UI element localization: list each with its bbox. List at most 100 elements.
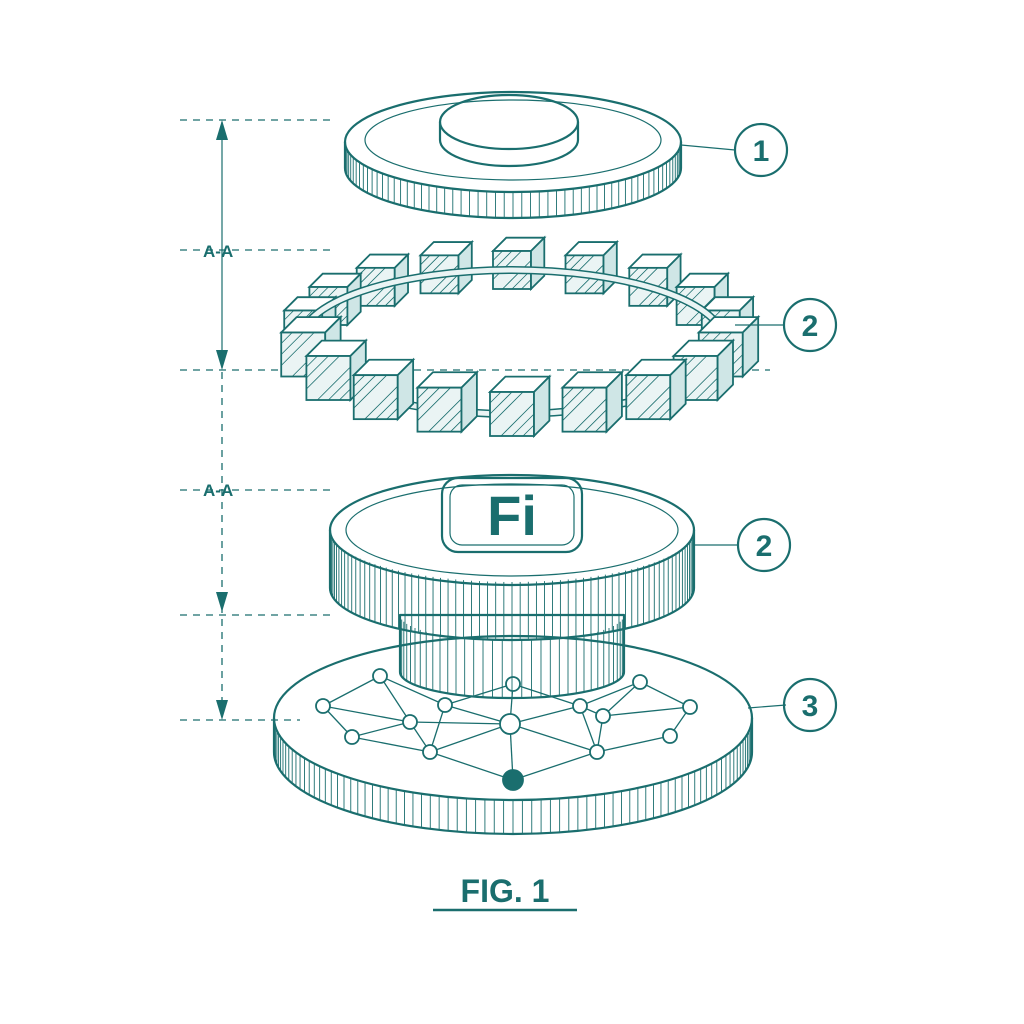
ring-block-side [346,271,362,328]
fi-logo-inner-frame [449,484,575,546]
ring-block-face [352,374,399,421]
ring-block-hatch [502,260,532,290]
coin-face [343,90,683,194]
ring-block-hatch [562,387,585,410]
svg-text:2: 2 [802,310,819,343]
coin-button-highlight [466,110,552,131]
network-edge [602,706,691,717]
network-edge [579,705,598,753]
ring-block-face [625,374,672,421]
network-edge [379,675,411,723]
ring-block-hatch [565,255,576,266]
ring-block-hatch [625,374,649,398]
ring-block-side [669,357,687,422]
ring-block-side [741,314,760,379]
network-node-icon [632,674,648,690]
ring-block-side [530,235,546,292]
coin-edge-knurling [344,144,682,218]
network-edge [322,705,411,723]
fi-logo: Fi [487,484,537,547]
ring-block-hatch [353,374,366,387]
ring-block-hatch [417,387,451,421]
callout-2-disc: 2 [736,517,792,573]
top-coin [343,90,683,220]
ring-block-hatch [565,255,595,285]
coin-button-top [438,93,580,151]
ring-block-hatch [625,374,638,387]
ring-block-face [561,386,608,433]
network-edge [512,683,581,707]
ring-block-hatch [339,388,351,401]
ring-block-hatch [420,255,440,275]
ring-block-hatch [439,409,462,432]
ring-block-side [396,357,415,422]
network-edge [379,675,446,706]
dimension-arrows [216,120,228,720]
callout-2-ring: 2 [782,297,838,353]
network-edge [444,683,514,706]
ring-block-hatch [317,366,351,401]
ring-block-hatch [492,250,503,261]
ring-block-hatch [636,385,671,420]
network-edge [444,704,511,725]
network-edge [579,681,641,707]
ring-block-hatch [573,398,607,432]
network-edge [509,723,598,753]
ring-block-hatch [521,279,532,290]
network-node-icon [662,728,678,744]
ring-block-hatch [450,420,462,432]
svg-text:2: 2 [756,530,773,563]
ring-block-hatch [384,296,396,307]
ring-block-hatch [420,255,431,266]
ring-block-hatch [522,424,535,437]
ring-block-hatch [417,387,429,399]
ring-block-hatch [595,420,607,432]
network-node-icon [505,676,521,692]
base-edge-knurling [273,721,753,834]
ring-block-hatch [386,407,399,420]
figure-caption: FIG. 1 [461,873,550,909]
network-node-icon [595,708,611,724]
ring-block-hatch [328,377,351,401]
network-node-icon [315,698,331,714]
ring-block-hatch [706,388,718,401]
ring-block-hatch [375,396,399,420]
ring-block-hatch [593,283,604,294]
ring-block-hatch [353,374,388,409]
ring-block-hatch [625,374,660,409]
ring-front-blocks [279,314,761,439]
network-edge [509,705,581,725]
section-marker-lower: A-A [203,481,233,500]
neck-knurling [399,617,625,698]
section-marker-upper: A-A [203,242,233,261]
network-node-icon [402,714,418,730]
ring-block-hatch [647,396,671,420]
ring-block-hatch [280,332,315,366]
network-node-icon [682,699,698,715]
ring-block-hatch [657,296,668,307]
ring-block-side [716,338,734,403]
ring-block-side [460,370,478,434]
ring-block-hatch [439,274,459,294]
svg-text:1: 1 [753,135,770,168]
network-node-icon [502,769,524,791]
ring-block-hatch [280,332,293,344]
network-edge [351,736,431,753]
ring-block-hatch [695,377,718,401]
ring-block-hatch [562,387,574,399]
arrow-head-down-icon [216,592,228,612]
ring-block-hatch [684,366,718,401]
ring-block-hatch [489,391,524,426]
network-edge [512,751,598,781]
svg-text:3: 3 [802,690,819,723]
callout-1: 1 [733,122,789,178]
ring-block-hatch [628,267,640,278]
ring-block-hatch [364,385,399,420]
ring-block-hatch [500,402,535,437]
network-edge [409,721,511,725]
network-node-icon [572,698,588,714]
ring-block-hatch [658,407,671,420]
ring-block-hatch [511,413,535,437]
callout-3: 3 [782,677,838,733]
